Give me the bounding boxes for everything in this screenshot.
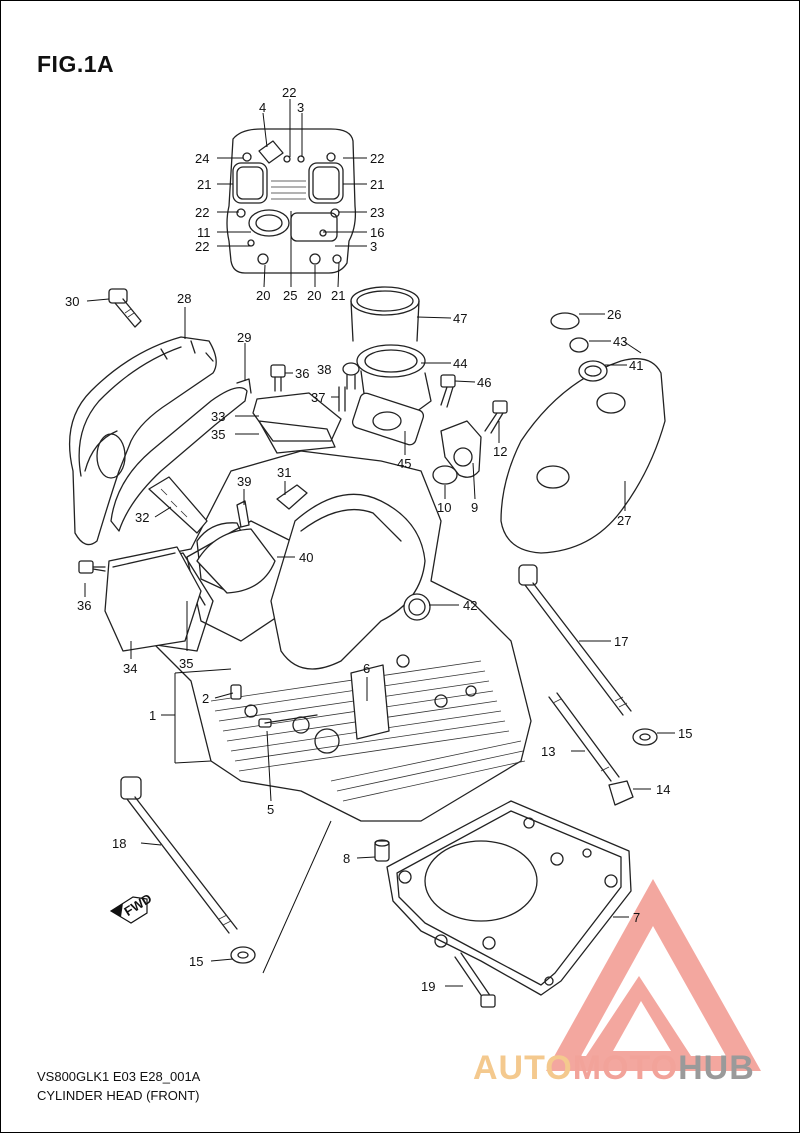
callout-3-top: 3 <box>297 100 304 115</box>
callout-30: 30 <box>65 294 79 309</box>
callout-7: 7 <box>633 910 640 925</box>
callout-9: 9 <box>471 500 478 515</box>
thermostat-housing <box>432 420 482 485</box>
callout-8: 8 <box>343 851 350 866</box>
bolt-19 <box>454 952 496 1008</box>
callout-47: 47 <box>453 311 467 326</box>
callout-43: 43 <box>613 334 627 349</box>
callout-35-low: 35 <box>179 656 193 671</box>
callout-45: 45 <box>397 456 411 471</box>
callout-16: 16 <box>370 225 384 240</box>
callout-6: 6 <box>363 661 370 676</box>
cover-33 <box>252 392 342 454</box>
model-code: VS800GLK1 E03 E28_001A <box>37 1069 201 1084</box>
head-gasket <box>386 800 632 996</box>
diagram-caption: CYLINDER HEAD (FRONT) <box>37 1088 200 1103</box>
intake-pipe <box>350 286 432 446</box>
callout-12: 12 <box>493 444 507 459</box>
callout-18: 18 <box>112 836 126 851</box>
callout-11: 11 <box>197 225 211 240</box>
callout-31: 31 <box>277 465 291 480</box>
callout-46: 46 <box>477 375 491 390</box>
watermark-auto: AUTO <box>473 1049 573 1087</box>
callout-35-top: 35 <box>211 427 225 442</box>
callout-17: 17 <box>614 634 628 649</box>
watermark-text: AUTOMOTOHUB <box>473 1049 755 1088</box>
callout-33: 33 <box>211 409 225 424</box>
fwd-arrow: FWD <box>109 891 154 924</box>
cover-34 <box>104 546 202 652</box>
callout-36-top: 36 <box>295 366 309 381</box>
callout-15-left: 15 <box>189 954 203 969</box>
callout-21-right: 21 <box>370 177 384 192</box>
callout-40: 40 <box>299 550 313 565</box>
callout-2: 2 <box>202 691 209 706</box>
callout-14: 14 <box>656 782 670 797</box>
callout-3-right: 3 <box>370 239 377 254</box>
callout-22-mid: 22 <box>195 205 209 220</box>
callout-34: 34 <box>123 661 137 676</box>
callout-41: 41 <box>629 358 643 373</box>
callout-32: 32 <box>135 510 149 525</box>
callout-24: 24 <box>195 151 209 166</box>
bolt-18 <box>120 776 256 964</box>
callout-labels: 4 22 3 24 22 21 21 22 23 11 16 22 3 20 2… <box>65 85 692 994</box>
callout-28: 28 <box>177 291 191 306</box>
callout-36-left: 36 <box>77 598 91 613</box>
callout-21-left: 21 <box>197 177 211 192</box>
callout-26: 26 <box>607 307 621 322</box>
callout-29: 29 <box>237 330 251 345</box>
spark-plugs <box>148 476 308 594</box>
stud-bolt-13 <box>548 692 620 782</box>
callout-25: 25 <box>283 288 297 303</box>
watermark-hub: HUB <box>678 1049 755 1087</box>
valve-cover-left <box>68 336 217 546</box>
callout-20-right: 20 <box>307 288 321 303</box>
callout-20-left: 20 <box>256 288 270 303</box>
callout-10: 10 <box>437 500 451 515</box>
nut-washer-right <box>608 728 658 806</box>
watermark-moto: MOTO <box>572 1049 679 1087</box>
callout-5: 5 <box>267 802 274 817</box>
callout-22-top: 22 <box>282 85 296 100</box>
small-bolts <box>78 362 508 574</box>
callout-42: 42 <box>463 598 477 613</box>
callout-21-bottom: 21 <box>331 288 345 303</box>
footer: VS800GLK1 E03 E28_001A CYLINDER HEAD (FR… <box>37 1067 200 1105</box>
callout-44: 44 <box>453 356 467 371</box>
callout-13: 13 <box>541 744 555 759</box>
callout-1: 1 <box>149 708 156 723</box>
callout-22-right: 22 <box>370 151 384 166</box>
callout-15-right: 15 <box>678 726 692 741</box>
figure-title: FIG.1A <box>37 51 115 77</box>
callout-4: 4 <box>259 100 266 115</box>
leader-lines <box>84 99 675 987</box>
stud-bolt-17 <box>518 564 632 716</box>
bolt-30 <box>108 288 142 328</box>
callout-39: 39 <box>237 474 251 489</box>
callout-23: 23 <box>370 205 384 220</box>
callout-22-low: 22 <box>195 239 209 254</box>
watermark-logo <box>546 879 761 1071</box>
callout-27: 27 <box>617 513 631 528</box>
dowel-8 <box>374 839 390 862</box>
callout-37: 37 <box>311 390 325 405</box>
callout-19: 19 <box>421 979 435 994</box>
valve-cover-right <box>500 312 666 554</box>
callout-38: 38 <box>317 362 331 377</box>
gasket-29 <box>110 378 252 532</box>
